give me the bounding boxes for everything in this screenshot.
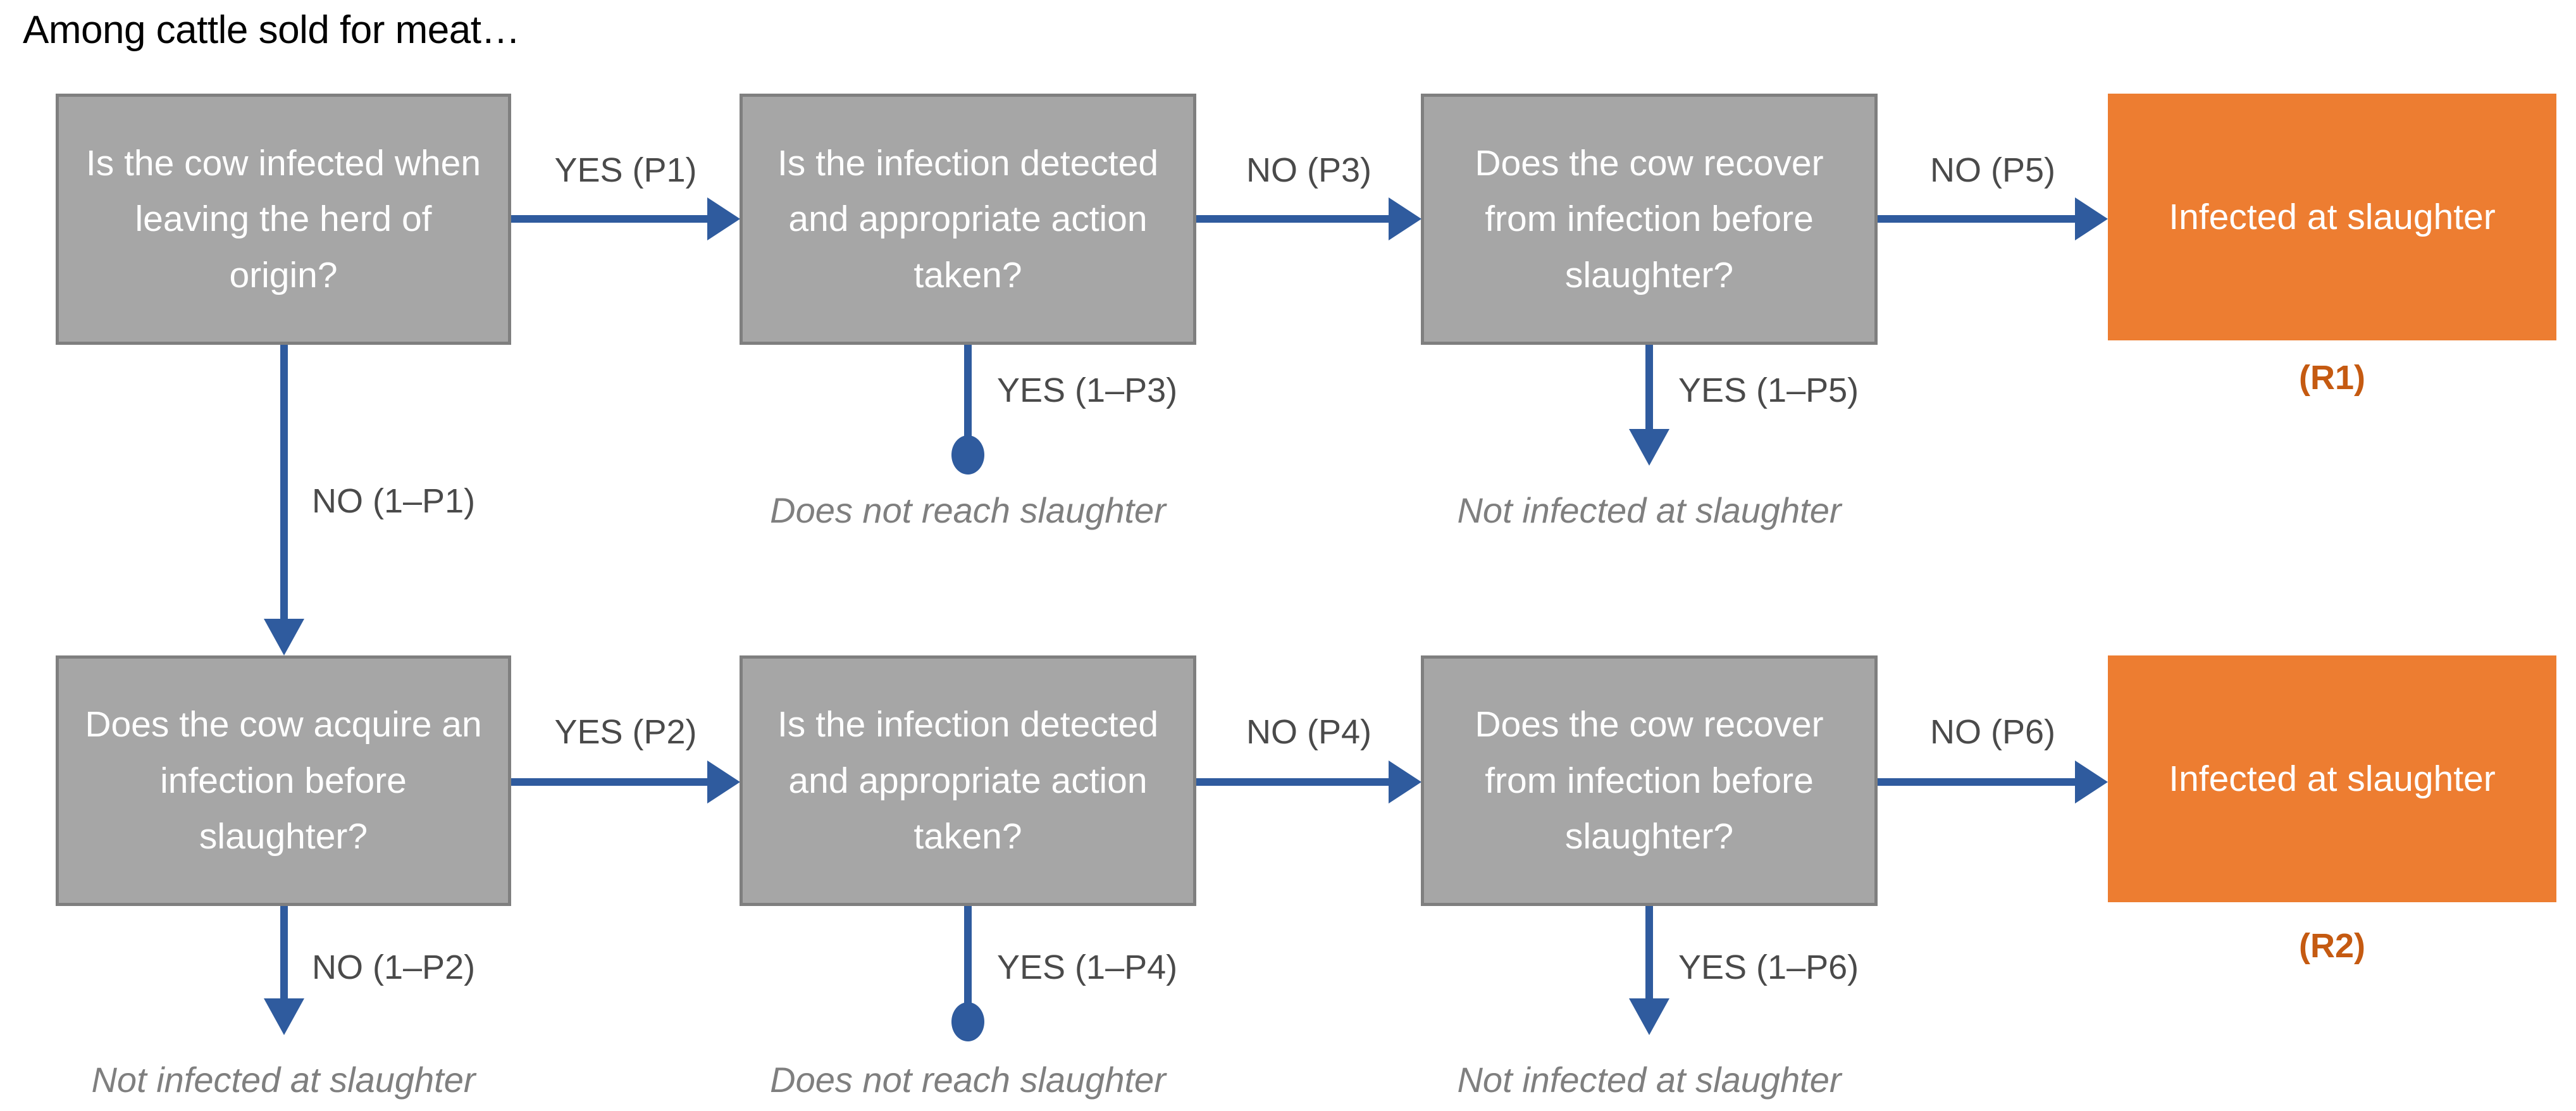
edge-p3-arrow-shaft <box>1196 215 1389 223</box>
diagram-title: Among cattle sold for meat… <box>23 8 520 52</box>
edge-not-p5-arrow-shaft <box>1645 345 1653 430</box>
edge-p4-arrow-head <box>1389 760 1421 804</box>
edge-p1-arrow-head <box>707 197 740 240</box>
edge-p4-arrow-shaft <box>1196 778 1389 786</box>
edge-p6-arrow-shaft <box>1878 778 2075 786</box>
edge-p6-label: NO (P6) <box>1929 713 2056 751</box>
question-box-q4: Does the cow acquire an infection before… <box>56 655 511 906</box>
edge-p1-arrow-shaft <box>511 215 707 223</box>
question-box-q1: Is the cow infected when leaving the her… <box>56 94 511 345</box>
edge-not-p2-arrow-shaft <box>280 906 288 1000</box>
edge-not-p1-arrow-shaft <box>280 345 288 620</box>
edge-p5-label: NO (P5) <box>1929 151 2056 189</box>
outcome-tag-r1: (R1) <box>2299 359 2365 397</box>
edge-not-p2-label: NO (1–P2) <box>312 948 476 986</box>
edge-not-p5-arrow-head <box>1629 429 1669 466</box>
outcome-box-r2-label: Infected at slaughter <box>2169 758 2496 799</box>
edge-not-p1-arrow-head <box>264 619 304 655</box>
outcome-tag-r2: (R2) <box>2299 927 2365 965</box>
question-box-q1-label: Is the cow infected when leaving the her… <box>85 142 481 295</box>
edge-p2-arrow-shaft <box>511 778 707 786</box>
question-box-q2: Is the infection detected and appropriat… <box>740 94 1196 345</box>
edge-p3-arrow-head <box>1389 197 1421 240</box>
question-box-q3-label: Does the cow recover from infection befo… <box>1475 142 1824 295</box>
edge-not-p6-arrow-shaft <box>1645 906 1653 1000</box>
edge-p3-label: NO (P3) <box>1246 151 1372 189</box>
edge-not-p5-label: YES (1–P5) <box>1678 371 1859 409</box>
question-box-q3: Does the cow recover from infection befo… <box>1421 94 1878 345</box>
question-box-q6-label: Does the cow recover from infection befo… <box>1475 704 1824 857</box>
edge-not-p4-endpoint-dot <box>951 1002 984 1041</box>
edge-not-p3-endpoint-dot <box>951 435 984 475</box>
question-box-q2-label: Is the infection detected and appropriat… <box>777 142 1159 295</box>
edge-p1-label: YES (P1) <box>554 151 697 189</box>
terminal-not-infected-row1: Not infected at slaughter <box>1457 490 1842 530</box>
edge-p2-arrow-head <box>707 760 740 804</box>
question-box-q4-label: Does the cow acquire an infection before… <box>85 704 482 857</box>
terminal-not-infected-row2-left: Not infected at slaughter <box>91 1060 476 1100</box>
edge-not-p3-line-shaft <box>964 345 972 440</box>
outcome-box-r1-label: Infected at slaughter <box>2169 196 2496 237</box>
edge-p2-label: YES (P2) <box>554 713 697 751</box>
outcome-box-r2: Infected at slaughter <box>2108 655 2556 902</box>
terminal-does-not-reach-slaughter-row1: Does not reach slaughter <box>770 490 1166 530</box>
edge-not-p6-label: YES (1–P6) <box>1678 948 1859 986</box>
edge-not-p1-label: NO (1–P1) <box>312 482 476 520</box>
terminal-does-not-reach-slaughter-row2: Does not reach slaughter <box>770 1060 1166 1100</box>
question-box-q5-label: Is the infection detected and appropriat… <box>777 704 1159 857</box>
edge-not-p3-label: YES (1–P3) <box>997 371 1178 409</box>
question-box-q6: Does the cow recover from infection befo… <box>1421 655 1878 906</box>
edge-not-p4-line-shaft <box>964 906 972 1005</box>
edge-not-p6-arrow-head <box>1629 998 1669 1035</box>
edge-p5-arrow-shaft <box>1878 215 2075 223</box>
edge-p4-label: NO (P4) <box>1246 713 1372 751</box>
question-box-q5: Is the infection detected and appropriat… <box>740 655 1196 906</box>
outcome-box-r1: Infected at slaughter <box>2108 94 2556 340</box>
edge-p5-arrow-head <box>2075 197 2108 240</box>
terminal-not-infected-row2-right: Not infected at slaughter <box>1457 1060 1842 1100</box>
edge-not-p2-arrow-head <box>264 998 304 1035</box>
edge-p6-arrow-head <box>2075 760 2108 804</box>
edge-not-p4-label: YES (1–P4) <box>997 948 1178 986</box>
